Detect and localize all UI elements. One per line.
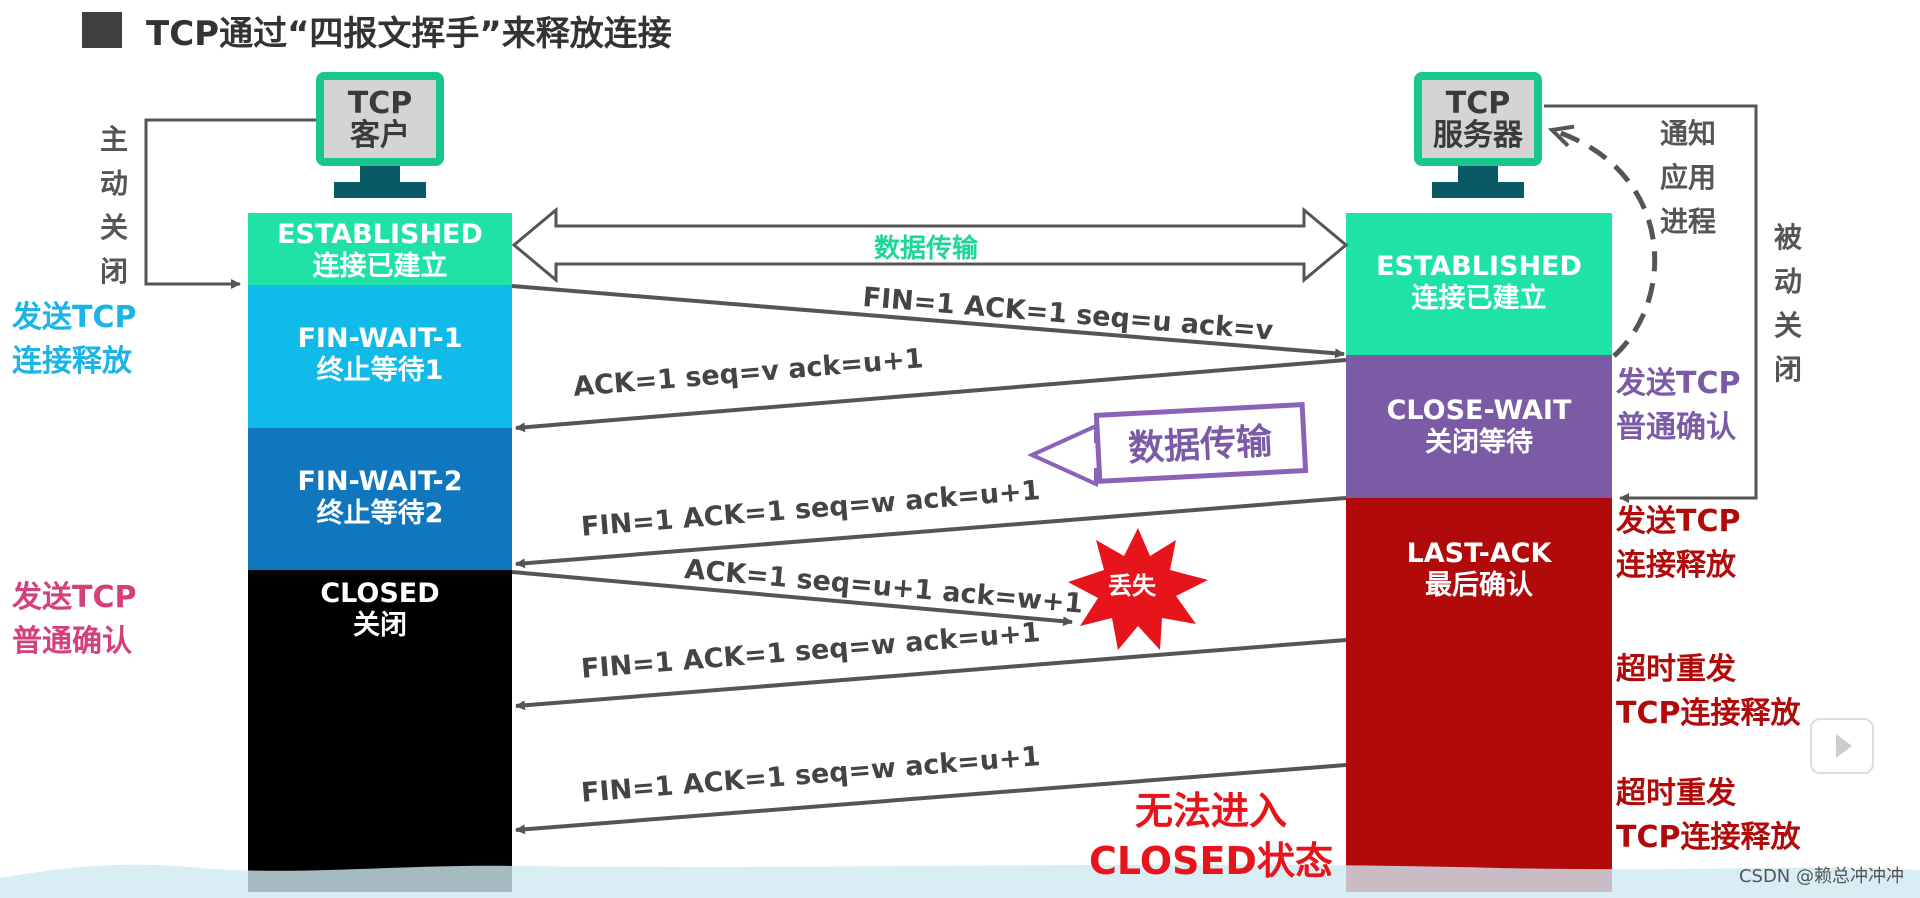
notify-app-label: 通知应用进程 [1660,117,1717,238]
play-button[interactable] [1810,718,1874,774]
active-close-label: 主动关闭 [99,123,128,288]
passive-close-label: 被动关闭 [1773,221,1802,386]
lost-label: 丢失 [1108,572,1156,600]
active-close-bracket [144,118,316,289]
client-label-line1: TCP [347,86,413,121]
msg-line-5 [515,638,1347,711]
title-square-icon [82,12,122,48]
watermark: CSDN @赖总冲冲冲 [1738,866,1904,887]
page-title: TCP通过“四报文挥手”来释放连接 [146,14,672,54]
client-label-line2: 客户 [350,118,410,153]
msg-line-6 [515,763,1347,835]
msg-line-4 [511,570,1073,627]
lost-starburst-icon [1068,528,1208,650]
data-transfer-purple-label: 数据传输 [1127,421,1274,470]
server-label-line1: TCP [1445,86,1511,121]
data-transfer-label: 数据传输 [874,234,979,264]
msg-line-3 [515,496,1347,569]
msg-line-1 [511,284,1345,359]
passive-close-bracket [1544,104,1758,503]
play-icon [1836,734,1852,758]
server-label-line2: 服务器 [1433,118,1523,153]
msg-line-2 [515,358,1347,433]
notify-app-arrow [1552,130,1658,358]
data-transfer-double-arrow [511,206,1349,284]
